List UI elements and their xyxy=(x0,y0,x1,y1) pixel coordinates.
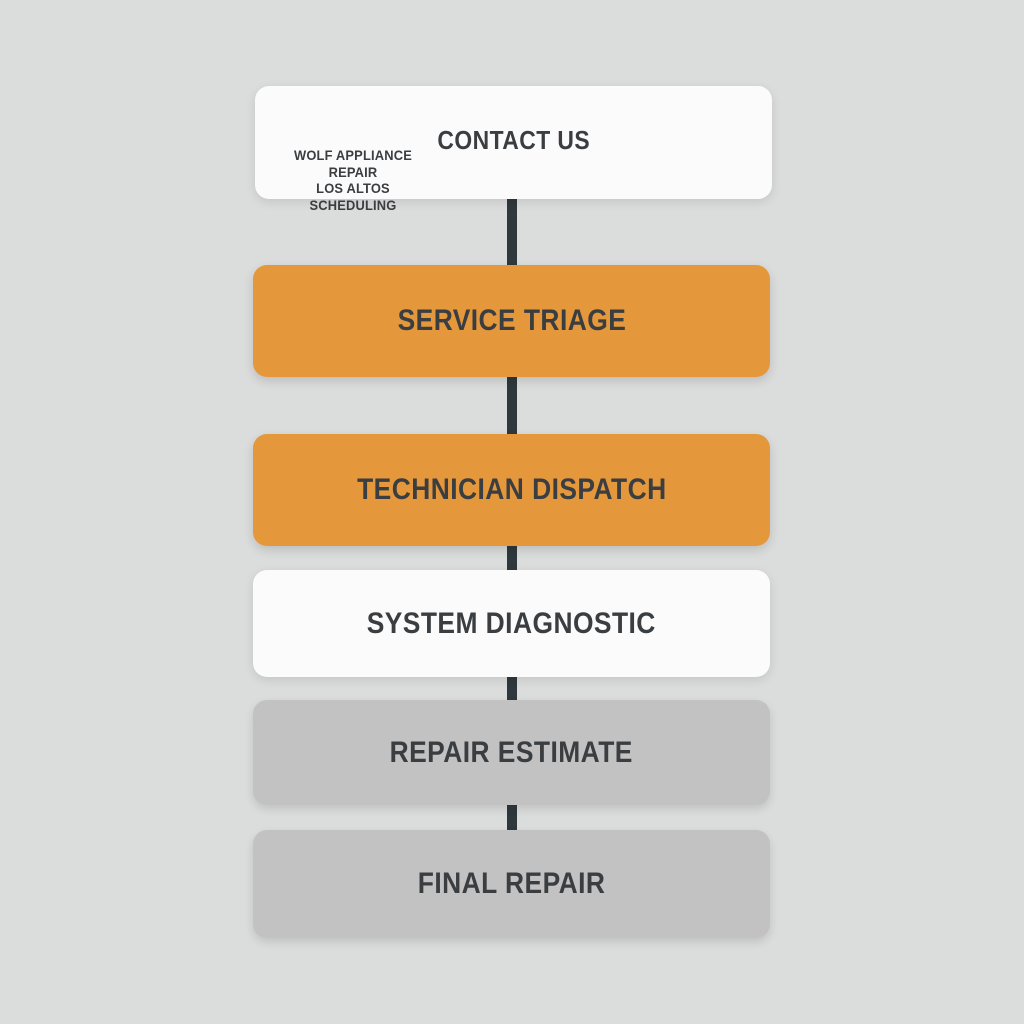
step-service-triage: SERVICE TRIAGE xyxy=(253,265,770,377)
step-sublabel-contact-us: WOLF APPLIANCE REPAIR LOS ALTOS SCHEDULI… xyxy=(274,147,432,213)
step-contact-us: CONTACT US WOLF APPLIANCE REPAIR LOS ALT… xyxy=(255,86,772,213)
step-repair-estimate: REPAIR ESTIMATE xyxy=(253,700,770,805)
step-label-system-diagnostic: SYSTEM DIAGNOSTIC xyxy=(366,606,657,640)
step-label-service-triage: SERVICE TRIAGE xyxy=(397,304,626,337)
step-technician-dispatch: TECHNICIAN DISPATCH xyxy=(253,434,770,546)
sublabel-line-1: WOLF APPLIANCE REPAIR xyxy=(293,147,413,180)
step-system-diagnostic: SYSTEM DIAGNOSTIC xyxy=(253,570,770,677)
step-final-repair: FINAL REPAIR xyxy=(253,830,770,938)
sublabel-line-2: LOS ALTOS SCHEDULING xyxy=(309,180,397,213)
step-label-technician-dispatch: TECHNICIAN DISPATCH xyxy=(356,473,667,506)
step-label-final-repair: FINAL REPAIR xyxy=(417,867,606,900)
step-label-repair-estimate: REPAIR ESTIMATE xyxy=(389,735,634,769)
step-label-contact-us: CONTACT US xyxy=(437,125,590,155)
